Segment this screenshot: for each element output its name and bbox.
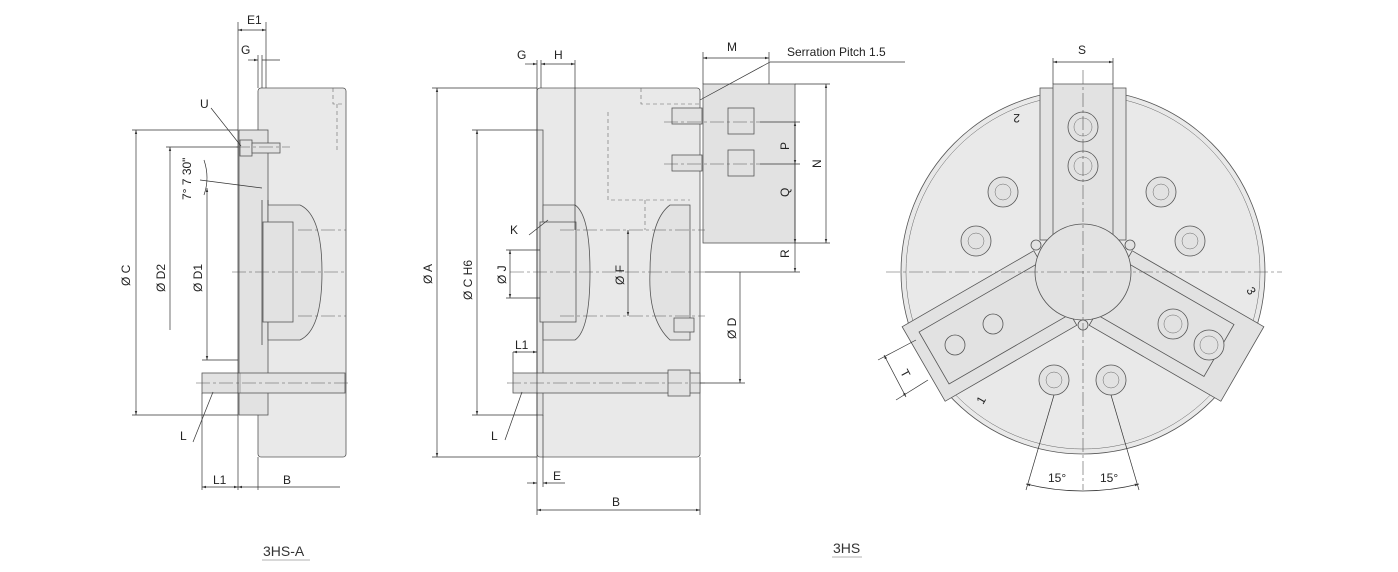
dim-d2: Ø D2: [154, 264, 168, 292]
view-3hs: G H M Serration Pitch 1.5 Ø A Ø C H6 K Ø…: [421, 40, 905, 558]
label-l: L: [491, 429, 498, 443]
dim-b: B: [283, 473, 291, 487]
dim-l1: L1: [515, 338, 529, 352]
dim-h: H: [554, 48, 563, 62]
dim-l1: L1: [213, 473, 227, 487]
dim-angle-right: 15°: [1100, 471, 1118, 485]
dim-d1: Ø D1: [191, 264, 205, 292]
label-u: U: [200, 97, 209, 111]
dim-taper-angle: 7° 7 30": [180, 158, 194, 200]
dim-r: R: [778, 249, 792, 258]
dim-t: T: [897, 367, 913, 381]
dim-e: E: [553, 469, 561, 483]
dim-p: P: [778, 142, 792, 150]
dim-m: M: [727, 40, 737, 54]
dim-a: Ø A: [421, 264, 435, 284]
dim-s: S: [1078, 43, 1086, 57]
view-3hs-a: E1 G U 7° 7 30" Ø C Ø D2 Ø D1 L L1 B 3HS…: [119, 13, 350, 561]
dim-e1: E1: [247, 13, 262, 27]
dim-j: Ø J: [495, 265, 509, 284]
dim-f: Ø F: [613, 265, 627, 285]
dim-c: Ø C: [119, 264, 133, 286]
jaw-number-2: 2: [1013, 111, 1020, 125]
dim-g: G: [517, 48, 526, 62]
dim-c-h6: Ø C H6: [461, 260, 475, 300]
label-k: K: [510, 223, 518, 237]
dim-d: Ø D: [725, 317, 739, 339]
dim-angle-left: 15°: [1048, 471, 1066, 485]
view-front: S T 15° 15° 1 2 3: [877, 43, 1282, 492]
dim-b: B: [612, 495, 620, 509]
caption-3hs-a: 3HS-A: [263, 543, 305, 559]
dim-g: G: [241, 43, 250, 57]
label-l: L: [180, 429, 187, 443]
caption-3hs: 3HS: [833, 540, 860, 556]
dim-q: Q: [778, 188, 792, 197]
bolt-head: [239, 139, 253, 157]
serration-pitch-note: Serration Pitch 1.5: [787, 45, 886, 59]
bolts: [944, 111, 1225, 396]
dim-n: N: [810, 159, 824, 168]
